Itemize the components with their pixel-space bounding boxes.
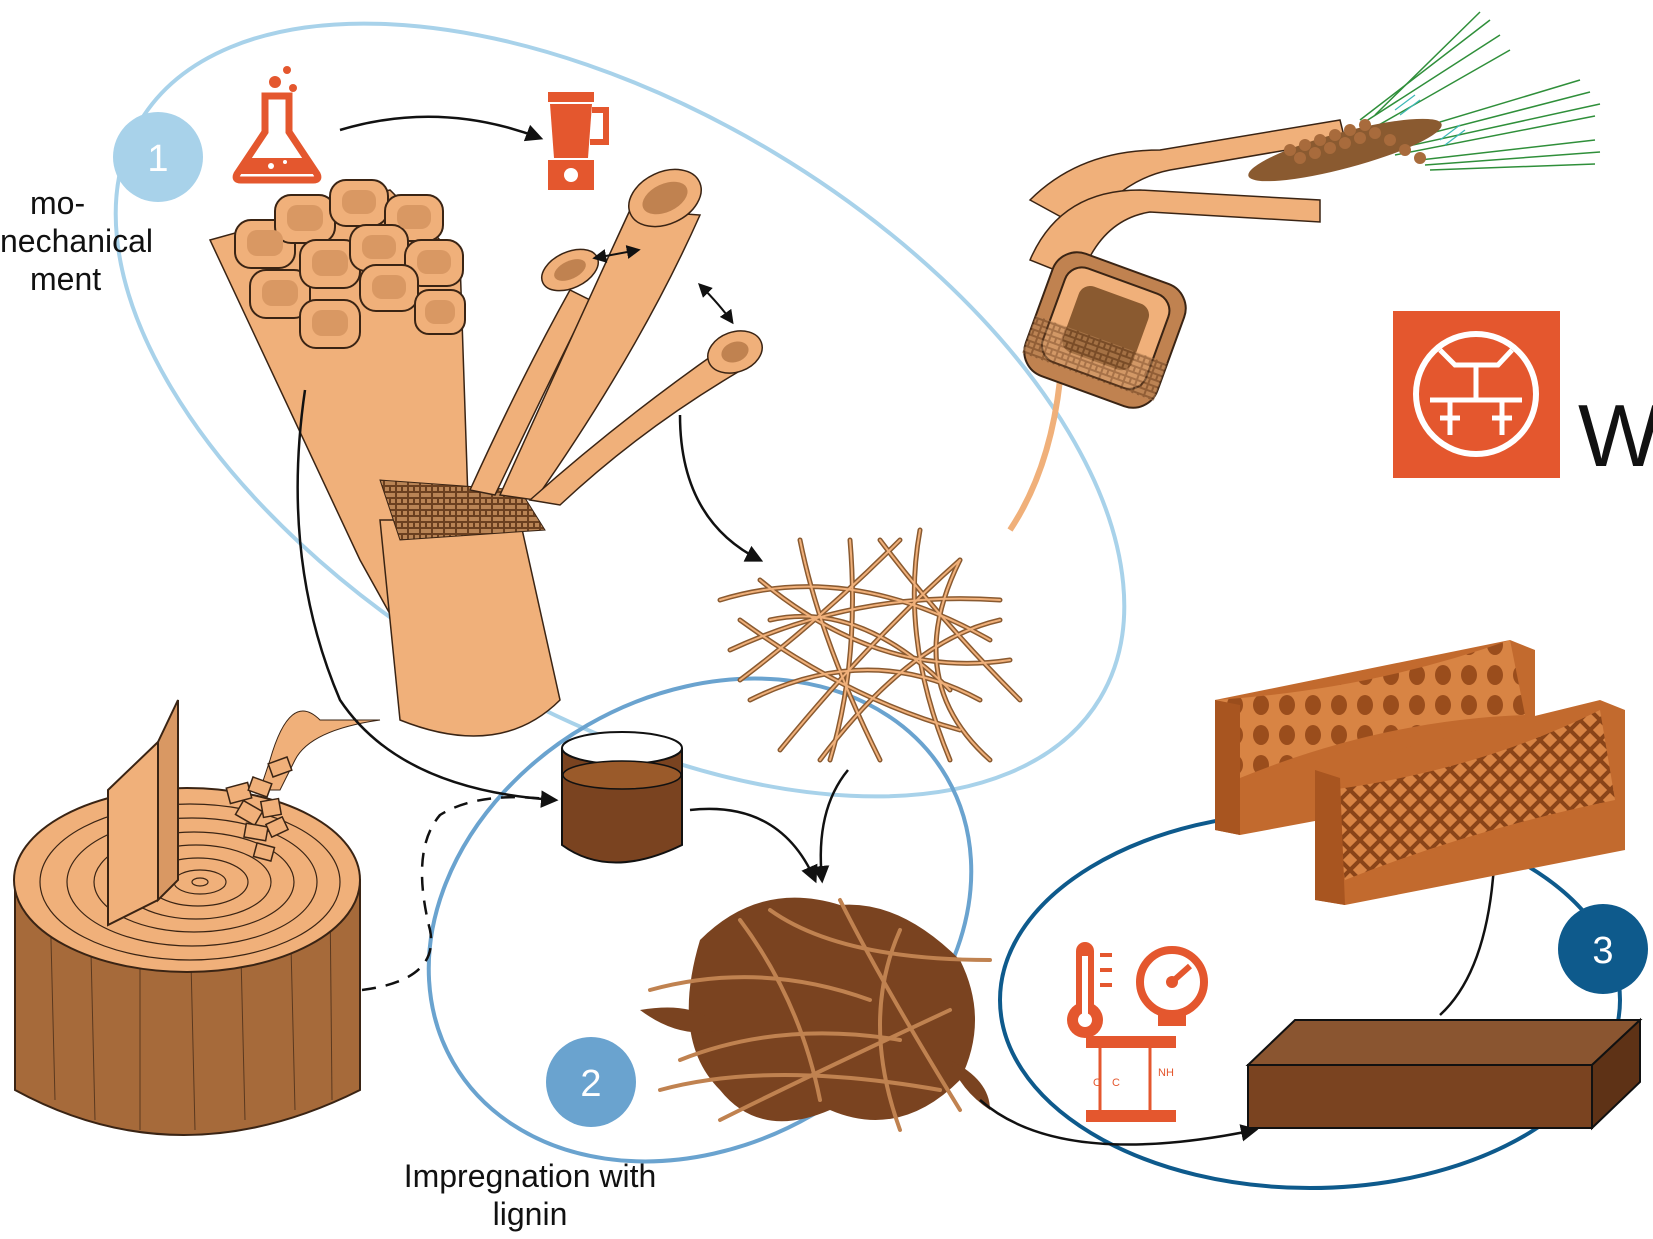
fiber-cell-wall-detail xyxy=(1010,120,1345,530)
flask-icon xyxy=(236,66,318,180)
arrow-stump-to-lignin-dashed xyxy=(362,797,555,990)
step2-label-line1: Impregnation with xyxy=(370,1157,690,1195)
arrow-flask-to-blender xyxy=(340,117,540,138)
step2-label-line2: lignin xyxy=(370,1195,690,1233)
arrow-fibers-to-mesh xyxy=(680,415,760,560)
pressure-gauge-icon xyxy=(1140,950,1204,1026)
step1-label: mo- nechanical ment xyxy=(0,184,170,298)
chem-nh: NH xyxy=(1158,1067,1174,1079)
lignin-beaker xyxy=(562,732,682,863)
lignin-impregnated-fibers xyxy=(640,898,990,1130)
nanofibril-bundle xyxy=(1244,12,1600,193)
separated-fibers xyxy=(470,158,768,505)
logo-text: W xyxy=(1578,386,1653,485)
tree-stump xyxy=(14,700,360,1135)
step1-label-line2: nechanical xyxy=(0,222,170,260)
thermometer-icon xyxy=(1067,942,1112,1038)
step1-number: 1 xyxy=(147,138,168,180)
arrow-beaker-to-composite xyxy=(690,809,815,880)
logo-icon xyxy=(1393,311,1560,478)
crosslink-chemistry-icon: O C NH xyxy=(1086,1036,1176,1122)
step1-label-line1: mo- xyxy=(0,184,170,222)
double-arrow-2 xyxy=(700,285,732,322)
arrow-composite-to-block xyxy=(980,1100,1255,1145)
chem-o: O xyxy=(1093,1077,1102,1089)
step2-label: Impregnation with lignin xyxy=(370,1157,690,1233)
step3-number: 3 xyxy=(1592,930,1613,972)
blender-icon xyxy=(548,92,606,190)
step1-label-line3: ment xyxy=(0,260,170,298)
lignin-fiber-block xyxy=(1248,1020,1640,1128)
chem-c: C xyxy=(1112,1077,1120,1089)
arrow-mesh-to-composite xyxy=(821,770,848,880)
step2-badge: 2 xyxy=(546,1037,636,1127)
step2-number: 2 xyxy=(580,1063,601,1105)
step3-badge: 3 xyxy=(1558,904,1648,994)
